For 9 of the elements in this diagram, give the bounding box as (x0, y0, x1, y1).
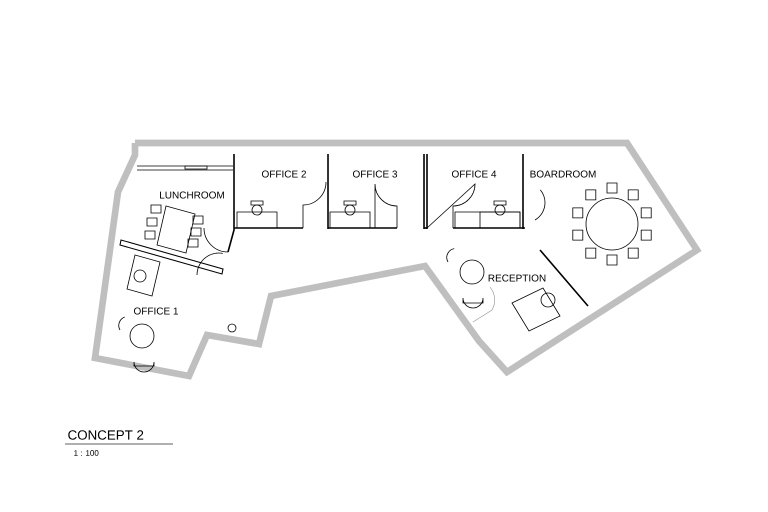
scale-text: 1 : 100 (74, 450, 98, 456)
room-label: OFFICE 1 (134, 307, 178, 315)
room-label: LUNCHROOM (160, 191, 224, 199)
room-label: OFFICE 4 (452, 170, 496, 178)
room-label: RECEPTION (488, 274, 546, 282)
drawing-title: CONCEPT 2 (68, 430, 144, 440)
room-label: OFFICE 2 (262, 170, 306, 178)
room-label: BOARDROOM (530, 170, 596, 178)
room-label: OFFICE 3 (352, 170, 398, 178)
